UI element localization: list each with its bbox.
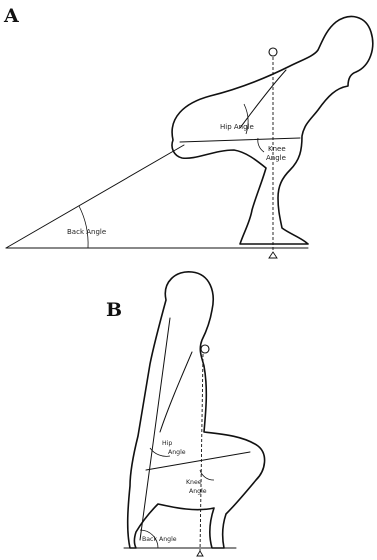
panel-a-balance-marker <box>269 252 277 258</box>
panel-b-letter: B <box>106 299 122 321</box>
panel-a-knee-angle-label-1: Knee <box>268 145 286 153</box>
panel-a-knee-angle-label-2: Angle <box>266 154 286 162</box>
panel-a-back-angle-label: Back Angle <box>67 228 106 236</box>
panel-a-thigh-line <box>180 138 300 142</box>
panel-b-knee-angle-label-2: Angle <box>189 488 207 495</box>
panel-b-plumb-line <box>200 354 203 552</box>
panel-a: A Back Angle Hip Angle Knee Angle <box>3 5 373 258</box>
panel-b-knee-angle-arc <box>200 470 214 480</box>
panel-a-bar-marker <box>269 48 277 56</box>
panel-a-hip-angle-label: Hip Angle <box>220 123 254 131</box>
panel-a-knee-angle-arc <box>258 138 264 152</box>
panel-b-knee-angle-label-1: Knee <box>186 479 202 486</box>
panel-b-balance-marker <box>197 551 203 556</box>
panel-b-back-angle-label: Back Angle <box>142 536 177 543</box>
panel-b-hip-angle-label-1: Hip <box>162 440 172 447</box>
panel-b-arm-line <box>160 352 192 432</box>
panel-b-thigh-line <box>146 452 250 470</box>
panel-a-letter: A <box>3 5 19 27</box>
panel-b-bar-marker <box>201 345 209 353</box>
panel-a-back-angle-arc <box>79 206 88 248</box>
panel-b-hip-angle-label-2: Angle <box>168 449 186 456</box>
panel-b: B Hip Angle Knee Angle Back Angle <box>106 272 265 556</box>
panel-b-figure-outline <box>128 272 265 548</box>
panel-b-hip-angle-arc <box>150 448 170 456</box>
